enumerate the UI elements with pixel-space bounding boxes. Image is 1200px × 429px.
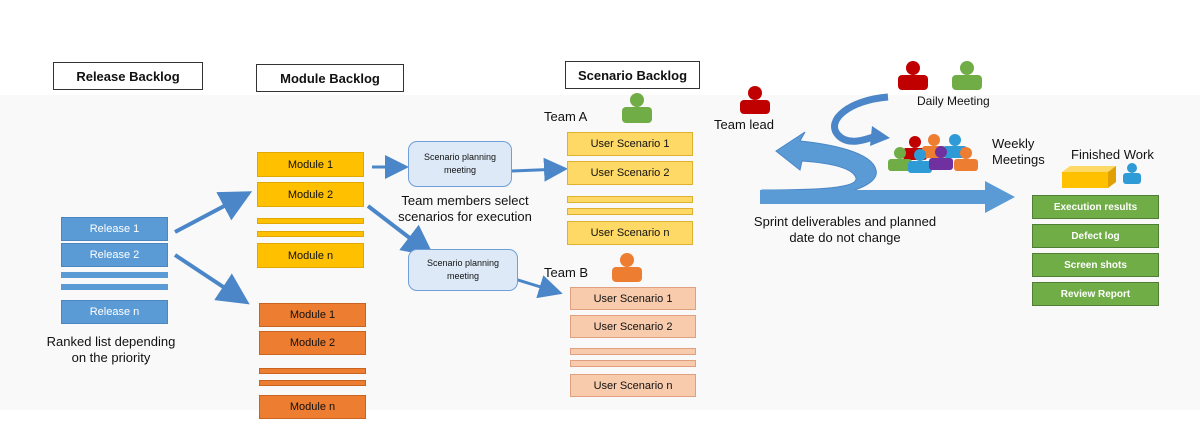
release-item-1: Release 1 <box>61 217 168 241</box>
release-placeholder-bar <box>61 284 168 290</box>
team-lead-person-icon <box>740 86 770 114</box>
finished-work-label: Finished Work <box>1071 147 1154 162</box>
sprint-deliverables-note: Sprint deliverables and planned date do … <box>753 214 937 245</box>
release-item-n: Release n <box>61 300 168 324</box>
scenario-backlog-header: Scenario Backlog <box>565 61 700 89</box>
weekly-meetings-label: Weekly Meetings <box>992 136 1045 167</box>
finished-item-defect-log: Defect log <box>1032 224 1159 248</box>
module-backlog-header: Module Backlog <box>256 64 404 92</box>
team-a-scenario-1: User Scenario 1 <box>567 132 693 156</box>
finished-work-icon <box>1062 163 1141 188</box>
module-2-item-n: Module n <box>259 395 366 419</box>
scenario-placeholder-bar <box>567 196 693 203</box>
module-placeholder-bar <box>257 231 364 237</box>
scenario-planning-meeting-1: Scenario planning meeting <box>408 141 512 187</box>
daily-meeting-person-icon <box>898 61 982 90</box>
module-placeholder-bar <box>259 368 366 374</box>
arrow-release-to-module-1 <box>174 191 253 234</box>
team-members-note: Team members select scenarios for execut… <box>398 193 532 224</box>
arrow-release-to-module-2 <box>173 253 250 305</box>
sprint-curve-arrow <box>761 131 877 202</box>
team-lead-label: Team lead <box>714 117 774 132</box>
module-1-item-2: Module 2 <box>257 182 364 207</box>
daily-loop-arrow <box>831 93 889 145</box>
daily-meeting-label: Daily Meeting <box>917 94 990 108</box>
finished-item-execution-results: Execution results <box>1032 195 1159 219</box>
release-backlog-header: Release Backlog <box>53 62 203 90</box>
team-a-scenario-2: User Scenario 2 <box>567 161 693 185</box>
team-b-scenario-n: User Scenario n <box>570 374 696 397</box>
arrow-module-to-meeting-2 <box>366 204 435 257</box>
module-2-item-2: Module 2 <box>259 331 366 355</box>
team-b-label: Team B <box>544 265 589 280</box>
release-placeholder-bar <box>61 272 168 278</box>
sprint-forward-arrow <box>760 181 1015 213</box>
team-a-scenario-n: User Scenario n <box>567 221 693 245</box>
module-1-item-n: Module n <box>257 243 364 268</box>
scenario-placeholder-bar <box>567 208 693 215</box>
module-placeholder-bar <box>257 218 364 224</box>
arrow-meeting-1-to-team-a <box>511 157 568 182</box>
module-1-item-1: Module 1 <box>257 152 364 177</box>
weekly-meeting-group-icon <box>888 134 978 173</box>
scenario-planning-meeting-2: Scenario planning meeting <box>408 249 518 291</box>
scenario-placeholder-bar <box>570 360 696 367</box>
finished-item-screen-shots: Screen shots <box>1032 253 1159 277</box>
finished-item-review-report: Review Report <box>1032 282 1159 306</box>
team-a-label: Team A <box>544 109 588 124</box>
module-2-item-1: Module 1 <box>259 303 366 327</box>
team-b-scenario-2: User Scenario 2 <box>570 315 696 338</box>
scenario-placeholder-bar <box>570 348 696 355</box>
release-item-2: Release 2 <box>61 243 168 267</box>
team-b-scenario-1: User Scenario 1 <box>570 287 696 310</box>
release-caption: Ranked list depending on the priority <box>46 334 176 365</box>
module-placeholder-bar <box>259 380 366 386</box>
